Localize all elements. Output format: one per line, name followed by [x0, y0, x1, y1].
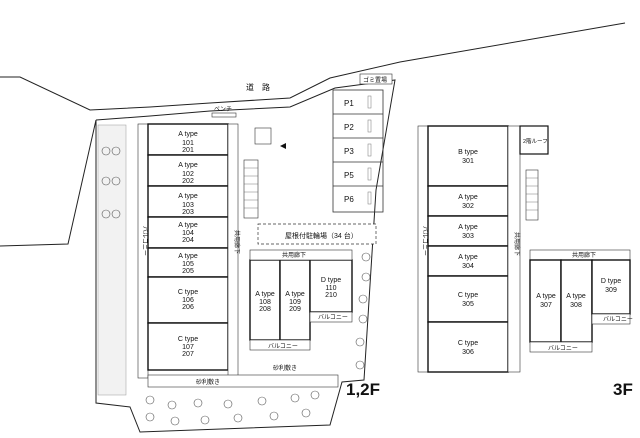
stair-3f [525, 169, 539, 221]
stair-steps [244, 167, 258, 209]
unit-309-type: D type [601, 278, 621, 285]
unit-307-room: 307 [540, 302, 552, 309]
left-strip [97, 124, 127, 396]
unit-106-type: C type [178, 289, 198, 296]
balcony-label-east-12f-a: バルコニー [268, 343, 298, 350]
roof-2f-label: 2階ルーフ [523, 137, 548, 145]
unit-104-type: A type [178, 222, 198, 229]
entrance-arrow-icon [280, 143, 286, 149]
unit-303-type: A type [458, 224, 478, 231]
stair-12f [243, 159, 259, 219]
parking-area [332, 89, 384, 213]
unit-302-room: 302 [462, 203, 474, 210]
units-3f-west [427, 125, 509, 373]
balcony-label-west: バルコニー [141, 226, 148, 256]
parking-p6-label: P6 [344, 195, 354, 204]
unit-107-type: C type [178, 336, 198, 343]
balcony-east-12f-b [309, 311, 353, 323]
road-outline [0, 22, 626, 247]
stair-3f-steps [526, 177, 538, 211]
unit-305-type: C type [458, 292, 478, 299]
bike-parking-label: 屋根付駐輪場（34 台） [285, 231, 358, 240]
balcony-east-3f-a [529, 341, 593, 353]
unit-308-room: 308 [570, 302, 582, 309]
corridor-east-12f [249, 249, 353, 261]
gravel-strip-12f [147, 374, 339, 388]
gravel-label-1: 砂利敷き [196, 378, 220, 386]
unit-102-type: A type [178, 162, 198, 169]
unit-306-type: C type [458, 340, 478, 347]
road-label: 道 路 [246, 82, 270, 92]
units-3f-east [529, 259, 631, 343]
site-boundary [95, 79, 396, 433]
garbage-area [359, 73, 393, 85]
balcony-east-12f-a [249, 339, 311, 351]
gravel-label-2: 砂利敷き [273, 364, 297, 372]
unit-101-type: A type [178, 131, 198, 138]
unit-108-type: A type [255, 291, 275, 298]
corridor-label-east-12f: 共用廊下 [282, 251, 306, 259]
parking-p1-label: P1 [344, 99, 354, 108]
unit-306-room: 306 [462, 349, 474, 356]
unit-301-type: B type [458, 149, 478, 156]
corridor-label-east-3f: 共用廊下 [572, 251, 596, 259]
unit-302-type: A type [458, 194, 478, 201]
balcony-label-3f: バルコニー [421, 226, 428, 256]
unit-304-room: 304 [462, 263, 474, 270]
bench-mark [211, 112, 237, 118]
roof-2f [519, 125, 549, 155]
bench-label: ベンチ [214, 106, 232, 113]
wheel-stop-marks [367, 95, 372, 205]
tree-icon-group [101, 146, 371, 426]
unit-307-type: A type [536, 293, 556, 300]
unit-301-room-text: 301 [462, 158, 474, 165]
balcony-east-3f-b [591, 313, 631, 325]
floor-label-3f: 3F [613, 380, 633, 399]
balcony-label-east-3f-b: バルコニー [603, 316, 633, 323]
unit-110-type: D type [321, 277, 341, 284]
unit-305-room: 305 [462, 301, 474, 308]
unit-109-type: A type [285, 291, 305, 298]
unit-309-room: 309 [605, 287, 617, 294]
garbage-label: ゴミ置場 [363, 76, 387, 84]
corridor-label-west: 共用廊下 [233, 230, 241, 254]
bike-parking-area [257, 223, 377, 245]
unit-304-type: A type [458, 254, 478, 261]
units-12f-west [147, 123, 229, 371]
parking-p5-label: P5 [344, 171, 354, 180]
elevator-shaft [254, 127, 272, 145]
parking-p2-label: P2 [344, 123, 354, 132]
unit-103-type: A type [178, 193, 198, 200]
unit-303-room: 303 [462, 233, 474, 240]
corridor-label-3f: 共用廊下 [513, 232, 521, 256]
units-12f-east [249, 259, 353, 341]
corridor-3f [507, 125, 521, 373]
balcony-label-east-12f-b: バルコニー [318, 314, 348, 321]
balcony-label-east-3f-a: バルコニー [548, 345, 578, 352]
parking-p3-label: P3 [344, 147, 354, 156]
unit-105-type: A type [178, 253, 198, 260]
unit-308-type: A type [566, 293, 586, 300]
floor-label-12f: 1,2F [346, 380, 380, 399]
